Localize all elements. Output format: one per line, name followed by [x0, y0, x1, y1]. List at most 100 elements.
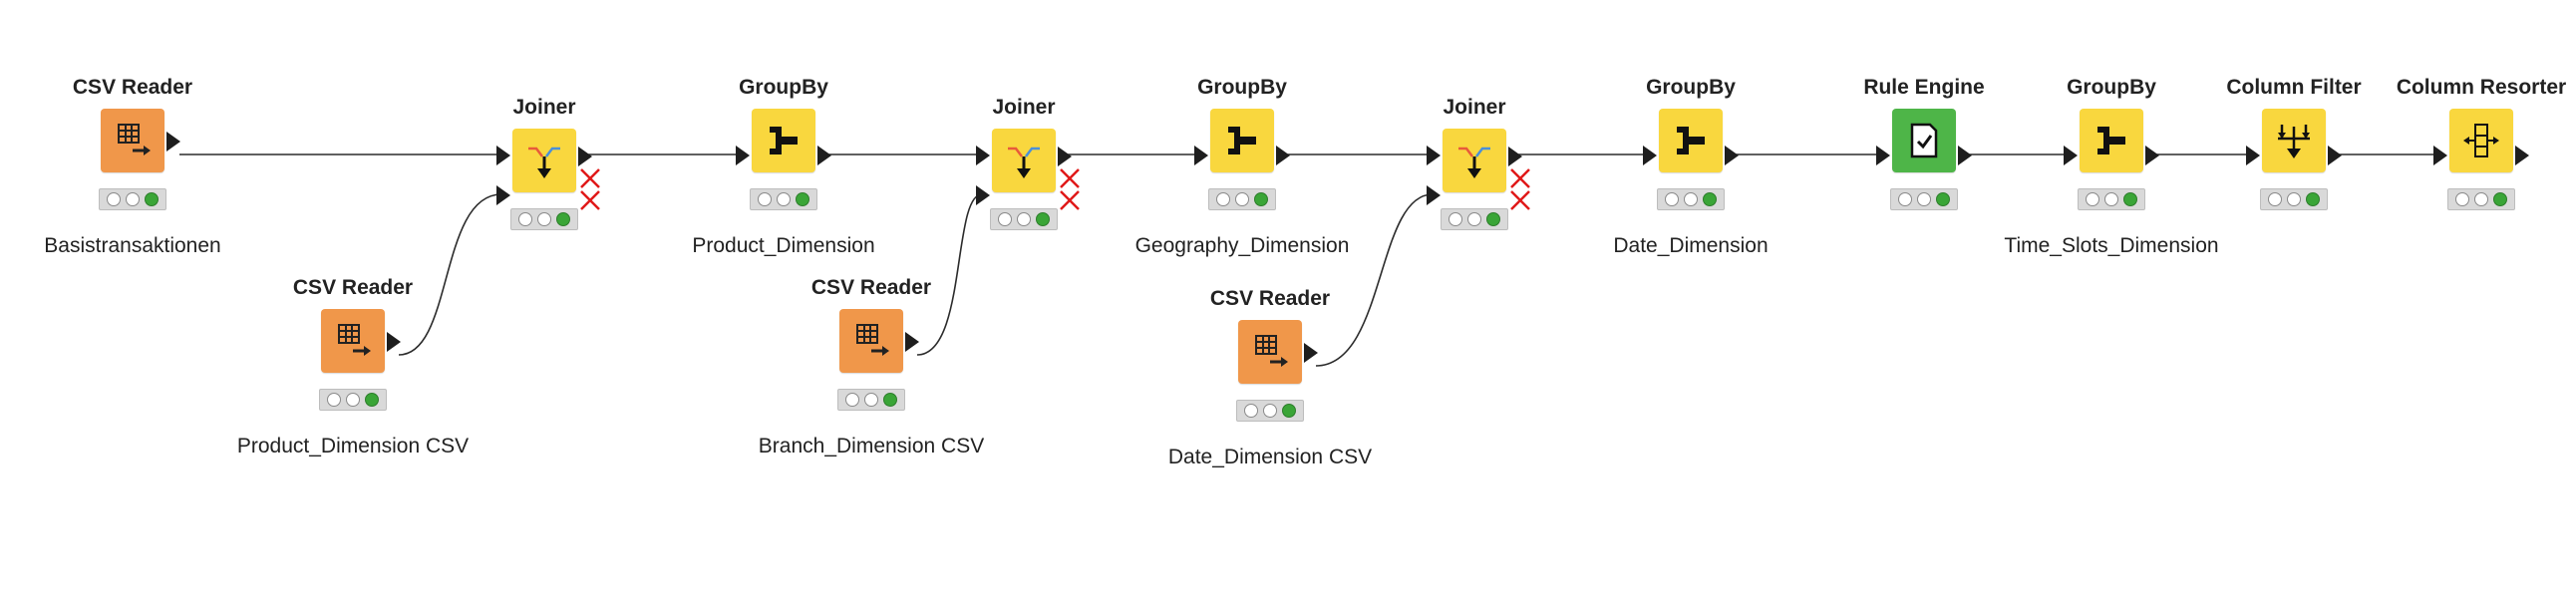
status-light-green	[1254, 192, 1268, 206]
status-light-off	[1235, 192, 1249, 206]
status-light-off	[1467, 212, 1481, 226]
status-light-off	[845, 393, 859, 407]
node-icon-box[interactable]	[1238, 320, 1302, 384]
status-light-off	[2474, 192, 2488, 206]
node-status-indicator	[2078, 188, 2145, 210]
node-label[interactable]: Basistransaktionen	[44, 234, 221, 257]
status-light-green	[1486, 212, 1500, 226]
node-label[interactable]: Geography_Dimension	[1134, 234, 1350, 257]
node-icon-box[interactable]	[752, 109, 815, 172]
status-light-off	[1263, 404, 1277, 418]
node-status-indicator	[990, 208, 1058, 230]
input-port-icon[interactable]	[1194, 146, 1210, 165]
status-light-green	[145, 192, 159, 206]
node-icon-box[interactable]	[839, 309, 903, 373]
status-light-off	[2086, 192, 2099, 206]
input-port-icon[interactable]	[1876, 146, 1892, 165]
input-port-icon[interactable]	[2433, 146, 2449, 165]
status-light-green	[2306, 192, 2320, 206]
input-port-icon[interactable]	[1643, 146, 1659, 165]
table-arrow-icon	[118, 124, 151, 155]
output-port-icon[interactable]	[1725, 146, 1741, 165]
node-label[interactable]: Product_Dimension	[692, 234, 875, 257]
node-status-indicator	[319, 389, 387, 411]
node-status-indicator	[837, 389, 905, 411]
output-port-icon[interactable]	[387, 332, 403, 352]
status-light-green	[883, 393, 897, 407]
status-light-off	[107, 192, 121, 206]
input-port-top-icon[interactable]	[976, 146, 992, 165]
output-port-icon[interactable]	[2145, 146, 2161, 165]
node-icon-box[interactable]	[101, 109, 164, 172]
node-status-indicator	[1236, 400, 1304, 422]
table-arrow-icon	[338, 324, 371, 356]
input-port-icon[interactable]	[2246, 146, 2262, 165]
node-status-indicator	[510, 208, 578, 230]
node-icon-box[interactable]	[2449, 109, 2513, 172]
node-status-indicator	[1657, 188, 1725, 210]
column-resorter-icon	[2463, 124, 2499, 157]
node-label[interactable]: Product_Dimension CSV	[236, 435, 470, 457]
status-light-off	[998, 212, 1012, 226]
input-port-top-icon[interactable]	[496, 146, 512, 165]
input-port-top-icon[interactable]	[1427, 146, 1443, 165]
status-light-off	[864, 393, 878, 407]
joiner-output-ports-icon[interactable]	[1058, 144, 1084, 215]
status-light-off	[126, 192, 140, 206]
node-label[interactable]: Date_Dimension CSV	[1167, 446, 1373, 468]
node-icon-box[interactable]	[1443, 129, 1506, 192]
input-port-bottom-icon[interactable]	[1427, 185, 1443, 205]
node-icon-box[interactable]	[512, 129, 576, 192]
node-label[interactable]: Date_Dimension	[1613, 234, 1769, 257]
input-port-icon[interactable]	[736, 146, 752, 165]
node-title: CSV Reader	[810, 276, 932, 299]
status-light-green	[2123, 192, 2137, 206]
node-title: Joiner	[1443, 96, 1506, 119]
output-port-icon[interactable]	[1304, 343, 1320, 363]
node-icon-box[interactable]	[992, 129, 1056, 192]
node-icon-box[interactable]	[321, 309, 385, 373]
node-label[interactable]: Branch_Dimension CSV	[758, 435, 985, 457]
status-light-off	[758, 192, 772, 206]
output-port-icon[interactable]	[1276, 146, 1292, 165]
node-status-indicator	[750, 188, 817, 210]
output-port-icon[interactable]	[905, 332, 921, 352]
node-icon-box[interactable]	[1659, 109, 1723, 172]
output-port-icon[interactable]	[1958, 146, 1974, 165]
node-icon-box[interactable]	[1892, 109, 1956, 172]
node-title: Joiner	[992, 96, 1056, 119]
joiner-icon	[1458, 147, 1490, 178]
status-light-off	[1684, 192, 1698, 206]
node-icon-box[interactable]	[1210, 109, 1274, 172]
node-title: Rule Engine	[1863, 76, 1985, 99]
status-light-green	[1703, 192, 1717, 206]
status-light-off	[1244, 404, 1258, 418]
node-status-indicator	[1208, 188, 1276, 210]
node-icon-box[interactable]	[2080, 109, 2143, 172]
output-port-icon[interactable]	[166, 132, 182, 152]
joiner-output-ports-icon[interactable]	[578, 144, 604, 215]
node-label[interactable]: Time_Slots_Dimension	[2004, 234, 2219, 257]
status-light-off	[1665, 192, 1679, 206]
node-status-indicator	[1890, 188, 1958, 210]
groupby-icon	[770, 127, 798, 154]
output-port-icon[interactable]	[2328, 146, 2344, 165]
status-light-green	[2493, 192, 2507, 206]
node-status-indicator	[2447, 188, 2515, 210]
status-light-off	[1216, 192, 1230, 206]
node-title: CSV Reader	[1209, 287, 1331, 310]
joiner-icon	[528, 147, 560, 178]
node-title: GroupBy	[739, 76, 828, 99]
table-arrow-icon	[1255, 335, 1288, 367]
table-arrow-icon	[856, 324, 889, 356]
input-port-bottom-icon[interactable]	[976, 185, 992, 205]
node-title: Joiner	[512, 96, 576, 119]
output-port-icon[interactable]	[817, 146, 833, 165]
joiner-output-ports-icon[interactable]	[1508, 144, 1534, 215]
input-port-bottom-icon[interactable]	[496, 185, 512, 205]
node-icon-box[interactable]	[2262, 109, 2326, 172]
input-port-icon[interactable]	[2064, 146, 2080, 165]
output-port-icon[interactable]	[2515, 146, 2531, 165]
status-light-off	[2455, 192, 2469, 206]
